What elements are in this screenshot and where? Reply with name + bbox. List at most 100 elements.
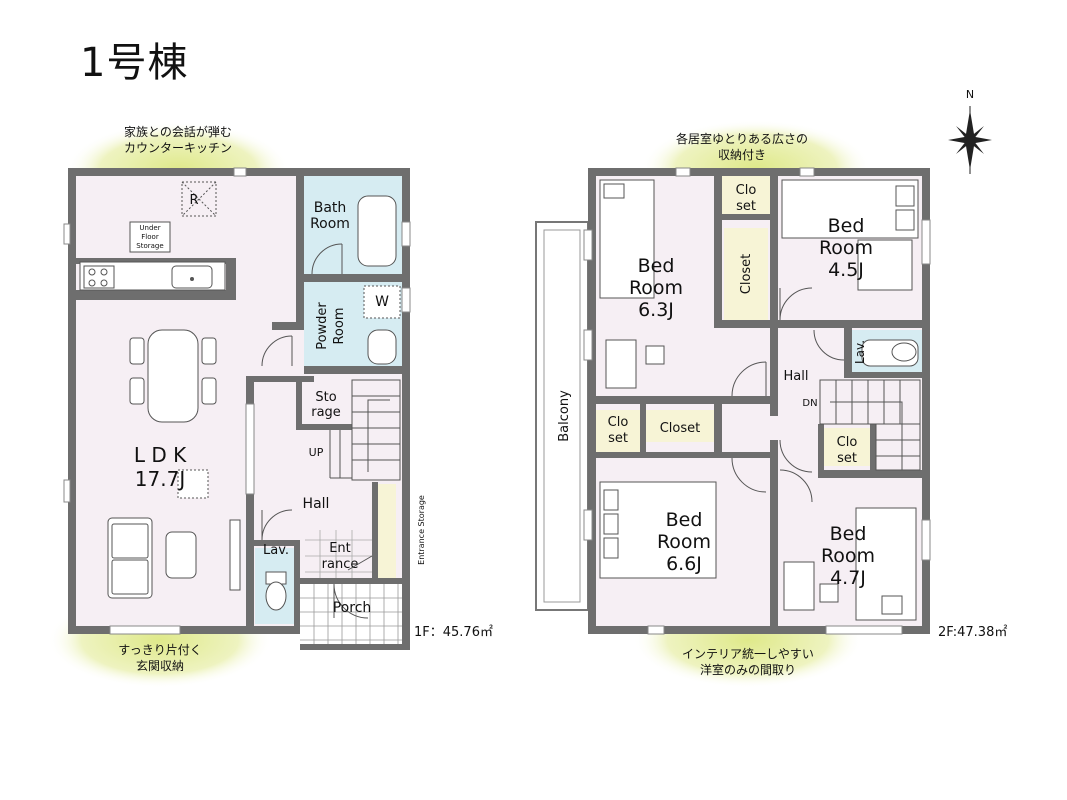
bed45-label-1: Bed: [828, 215, 865, 237]
floor-1: R Under Floor Storage L D K 17.7J Bath R…: [63, 167, 493, 650]
coffee-table-icon: [165, 531, 197, 579]
closet-top-label-1: Clo: [736, 183, 757, 198]
bed-66-icon: [599, 481, 717, 579]
entrance-storage-fill: [378, 484, 396, 580]
up-label: UP: [309, 446, 324, 459]
toilet-1f-icon: [265, 581, 287, 611]
windows-2f: [583, 167, 931, 635]
closet-horizontal-label: Closet: [660, 421, 701, 436]
bed66-label-1: Bed: [666, 509, 703, 531]
powder-label-2: Room: [332, 307, 347, 344]
hall-1f-label: Hall: [303, 496, 330, 512]
entrance-label-2: rance: [322, 557, 359, 572]
room-labels-2f: Bed Room 6.3J Bed Room 4.5J Bed Room 6.6…: [557, 183, 1007, 640]
lav-1f-label: Lav.: [263, 543, 289, 558]
bath-label-1: Bath: [314, 200, 347, 216]
ldk-size: 17.7J: [135, 467, 185, 491]
lav-2f-label: Lav.: [853, 340, 867, 364]
svg-text:各居室ゆとりある広さの: 各居室ゆとりある広さの: [676, 131, 808, 146]
closet-vertical-fill: [724, 228, 768, 320]
svg-text:家族との会話が弾む: 家族との会話が弾む: [124, 124, 232, 139]
bed63-label-1: Bed: [638, 255, 675, 277]
windows-1f: [63, 167, 411, 635]
rug-icon: [177, 469, 209, 499]
ldk-label: L D K: [134, 443, 187, 467]
building-title: 1号棟: [80, 40, 189, 86]
tv-board-icon: [229, 519, 241, 591]
bed45-size: 4.5J: [828, 259, 864, 281]
stove-icon: [83, 265, 115, 289]
washer-icon: [363, 285, 401, 319]
entrance-label-1: Ent: [329, 541, 351, 556]
closet-vertical-label: Closet: [739, 254, 754, 295]
balcony-label: Balcony: [557, 390, 572, 442]
area-1f: 1F：45.76㎡: [414, 625, 493, 640]
underfloor-label-1: Under: [139, 224, 160, 232]
svg-text:すっきり片付く: すっきり片付く: [118, 643, 202, 657]
storage-label-1: Sto: [315, 390, 336, 405]
fridge-label: R: [189, 193, 198, 208]
compass-icon: N: [948, 88, 992, 174]
doors-2f: [731, 287, 845, 503]
dn-label: DN: [802, 398, 817, 409]
sofa-icon: [107, 517, 153, 599]
washbasin-icon: [367, 329, 397, 365]
toilet-2f-icon: [891, 342, 917, 362]
kitchen-1f: [79, 181, 226, 291]
porch-tiles: [300, 584, 404, 644]
svg-text:カウンターキッチン: カウンターキッチン: [124, 141, 232, 155]
entrance-tiles: [305, 530, 375, 580]
fridge-icon: [181, 181, 217, 217]
powder-label-1: Powder: [315, 302, 330, 350]
bed45-label-2: Room: [819, 237, 873, 259]
underfloor-label-2: Floor: [141, 233, 159, 241]
desk-63-icon: [605, 339, 637, 389]
bed-63-icon: [599, 179, 655, 299]
porch-label: Porch: [333, 600, 372, 616]
bed47-label-2: Room: [821, 545, 875, 567]
doors-1f: [261, 243, 373, 619]
closet-left-fill: [596, 410, 640, 452]
closet-top-fill: [720, 176, 772, 214]
compass-north-label: N: [966, 88, 974, 101]
svg-text:玄関収納: 玄関収納: [136, 658, 184, 673]
svg-text:洋室のみの間取り: 洋室のみの間取り: [700, 662, 796, 677]
closet-top-label-2: set: [736, 199, 756, 214]
bed63-size: 6.3J: [638, 299, 674, 321]
bed66-label-2: Room: [657, 531, 711, 553]
closet-right-fill: [824, 428, 870, 466]
stairs-1f: [329, 379, 401, 481]
bed47-label-1: Bed: [830, 523, 867, 545]
area-2f: 2F:47.38㎡: [938, 625, 1007, 640]
closet-right-label-1: Clo: [837, 435, 858, 450]
bed47-size: 4.7J: [830, 567, 866, 589]
underfloor-label-3: Storage: [136, 242, 163, 250]
closet-left-label-1: Clo: [608, 415, 629, 430]
storage-label-2: rage: [311, 405, 341, 420]
closet-left-label-2: set: [608, 431, 628, 446]
furniture-2f: [599, 179, 919, 621]
closet-horizontal-fill: [646, 410, 714, 442]
washer-label: W: [375, 294, 389, 310]
desk-45-icon: [857, 239, 913, 291]
entrance-storage-label: Entrance Storage: [417, 495, 426, 565]
bed63-label-2: Room: [629, 277, 683, 299]
bathtub-icon: [357, 195, 397, 267]
stairs-2f: [819, 379, 921, 471]
bath-label-2: Room: [310, 216, 350, 232]
hall-2f-label: Hall: [784, 369, 809, 384]
svg-text:インテリア統一しやすい: インテリア統一しやすい: [682, 647, 814, 661]
underfloor-storage-icon: [129, 221, 171, 253]
closet-right-label-2: set: [837, 451, 857, 466]
floor-2: Bed Room 6.3J Bed Room 4.5J Bed Room 6.6…: [535, 167, 1007, 640]
dining-table-icon: [129, 329, 217, 423]
svg-text:収納付き: 収納付き: [718, 148, 766, 162]
walls-1f: [68, 168, 410, 650]
bed66-size: 6.6J: [666, 553, 702, 575]
room-labels-1f: R Under Floor Storage L D K 17.7J Bath R…: [134, 193, 493, 640]
bed-45-icon: [781, 179, 919, 239]
desk-47-icon: [783, 561, 815, 611]
bed-47-icon: [855, 507, 917, 621]
walls-2f: [588, 168, 930, 634]
